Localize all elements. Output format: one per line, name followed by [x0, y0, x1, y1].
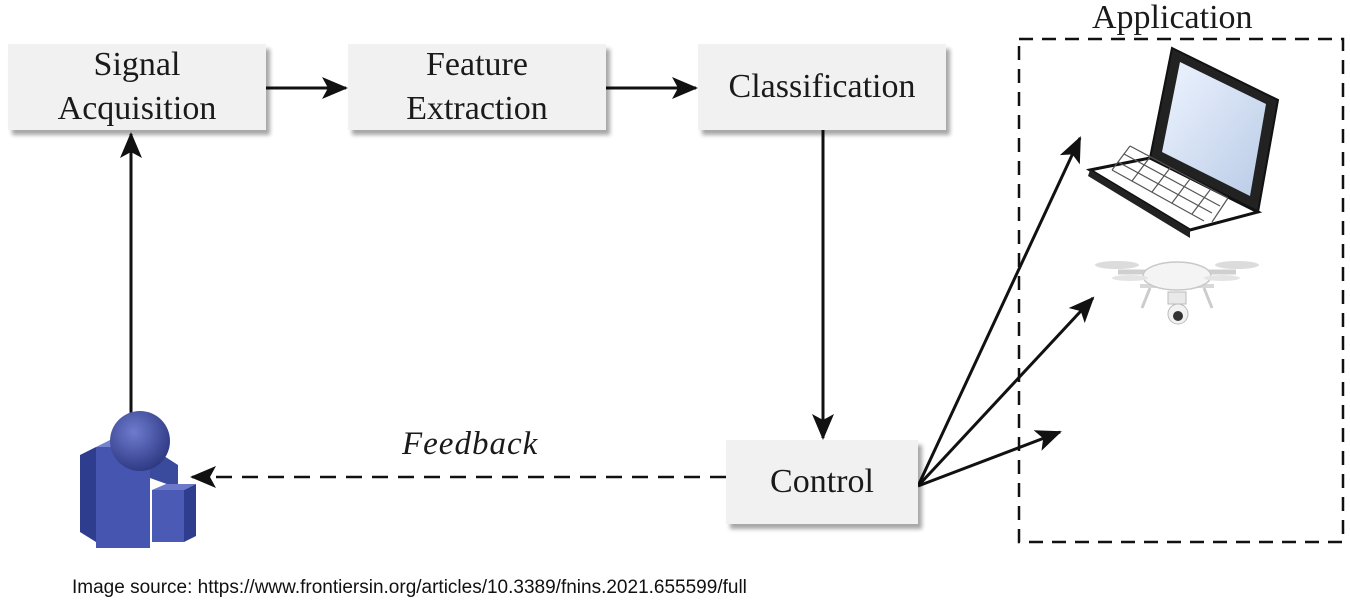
image-source-caption: Image source: https://www.frontiersin.or… — [72, 577, 747, 598]
feature-extraction-box: Feature Extraction — [348, 44, 606, 130]
arrow-control-to-device — [917, 430, 1062, 488]
drone-icon — [1095, 261, 1259, 325]
laptop-icon — [1085, 46, 1280, 238]
application-frame — [1017, 37, 1345, 544]
feedback-label: Feedback — [402, 426, 539, 462]
arrow-control-to-laptop — [916, 136, 1082, 487]
arrow-control-to-drone — [916, 296, 1095, 488]
user-icon — [80, 411, 196, 548]
control-box: Control — [726, 440, 918, 524]
signal-acquisition-box: Signal Acquisition — [8, 44, 266, 130]
application-label: Application — [1092, 0, 1253, 36]
classification-box: Classification — [698, 44, 946, 130]
